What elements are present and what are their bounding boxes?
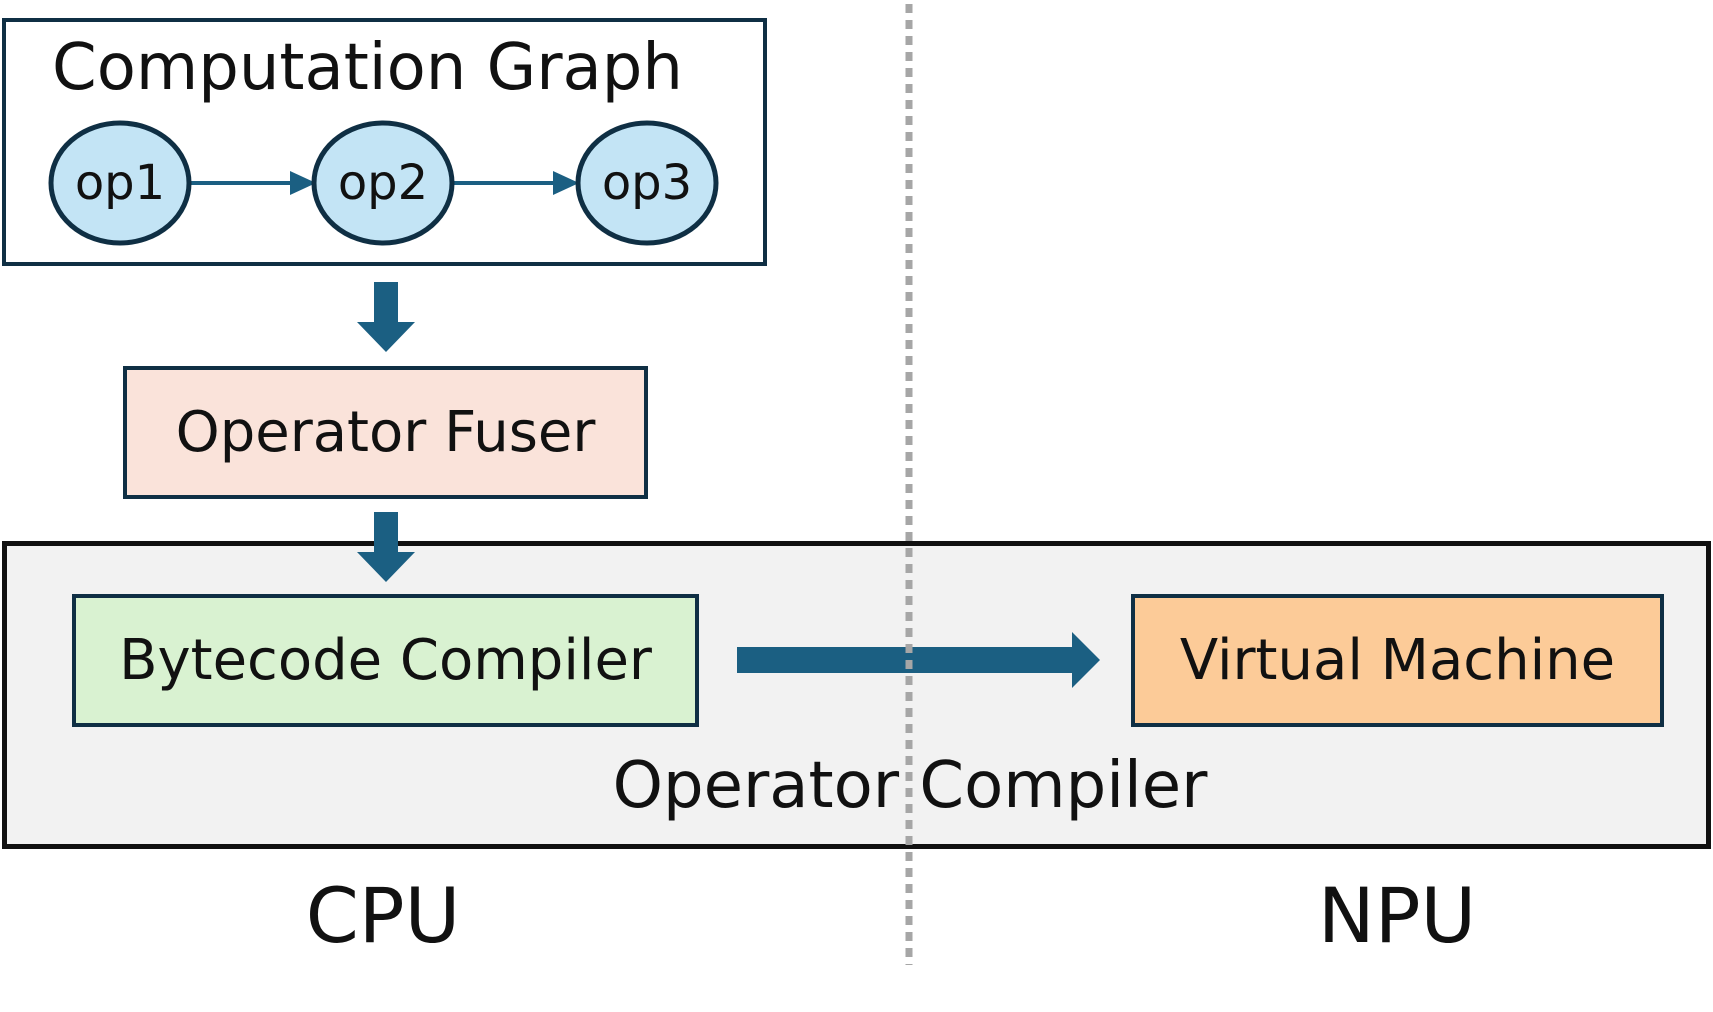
virtual-machine-label: Virtual Machine	[1179, 628, 1616, 693]
op-label-3: op3	[601, 155, 693, 211]
npu-region-label: NPU	[1317, 871, 1477, 960]
edge-op2-op3	[453, 171, 579, 195]
op-label-1: op1	[74, 155, 166, 211]
bytecode-compiler-box	[72, 594, 699, 727]
operator-fuser-box	[123, 366, 648, 499]
op-node-2	[311, 120, 455, 246]
bytecode-compiler-label: Bytecode Compiler	[119, 628, 652, 693]
right-arrow-icon	[290, 171, 316, 195]
op-node-3	[575, 120, 719, 246]
edge-op1-op2	[190, 171, 316, 195]
computation-graph-title: Computation Graph	[52, 31, 683, 105]
operator-fuser-label: Operator Fuser	[175, 400, 596, 465]
right-arrow-icon	[553, 171, 579, 195]
cpu-region-label: CPU	[305, 871, 461, 960]
virtual-machine-box	[1131, 594, 1664, 727]
right-arrow-icon	[737, 632, 1100, 688]
down-arrow-icon	[357, 282, 415, 352]
op-label-2: op2	[337, 155, 429, 211]
op-node-1	[48, 120, 192, 246]
down-arrow-icon	[357, 512, 415, 582]
